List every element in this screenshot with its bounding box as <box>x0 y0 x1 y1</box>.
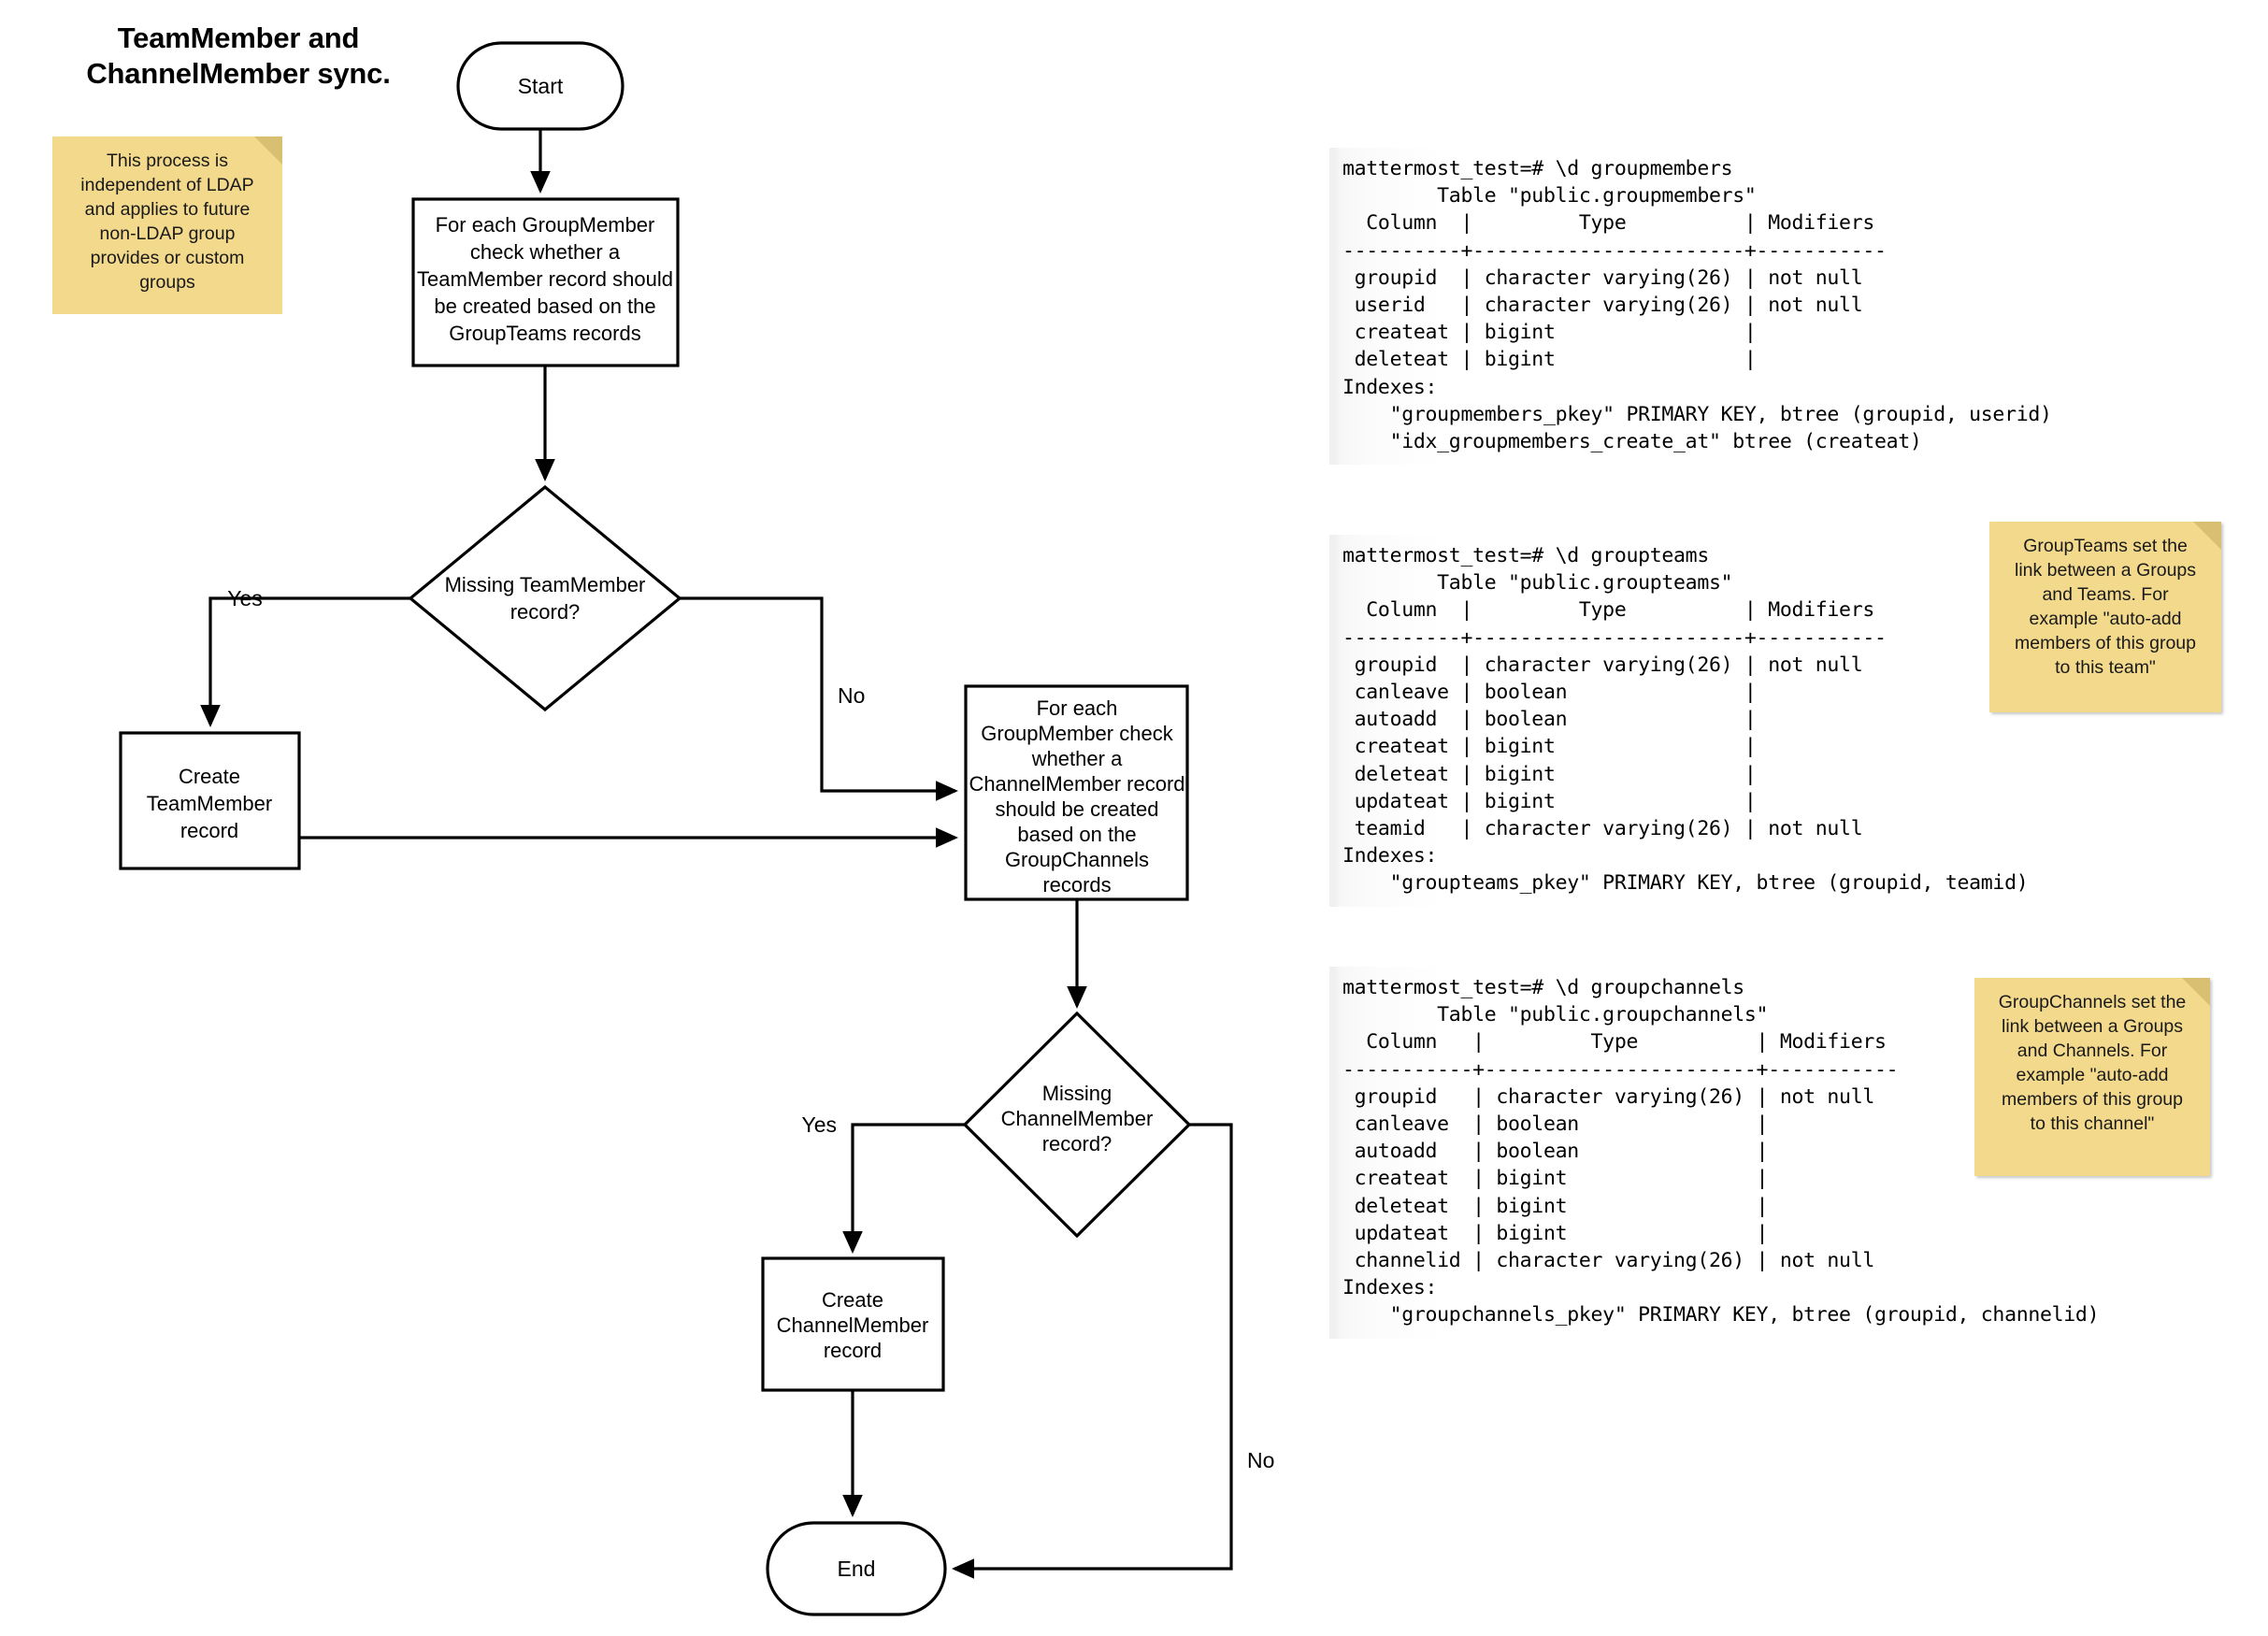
node-process-channel[interactable]: For each GroupMember check whether a Cha… <box>964 684 1189 901</box>
node-create-team-line: Create <box>179 765 240 788</box>
node-decision-channel-line: record? <box>1042 1132 1112 1155</box>
edge-decision-team-no <box>680 596 958 801</box>
sticky-note-groupteams: GroupTeams set the link between a Groups… <box>1989 522 2221 712</box>
sticky-note-groupchannels: GroupChannels set the link between a Gro… <box>1974 978 2210 1176</box>
node-create-channel-line: ChannelMember <box>777 1313 929 1337</box>
node-process-channel-line: should be created <box>996 797 1159 821</box>
node-decision-team-line: Missing TeamMember <box>445 573 646 596</box>
node-end-label: End <box>838 1557 876 1581</box>
edge-decision-channel-yes <box>842 1123 965 1254</box>
node-decision-team[interactable]: Missing TeamMember record? <box>408 484 682 712</box>
node-process-channel-line: GroupMember check <box>981 722 1173 745</box>
node-start-label: Start <box>518 74 564 98</box>
node-process-channel-line: GroupChannels <box>1005 848 1149 871</box>
edge-label-channel-no: No <box>1247 1448 1274 1472</box>
node-process-channel-line: For each <box>1037 696 1118 720</box>
terminal-output-groupmembers: mattermost_test=# \d groupmembers Table … <box>1329 148 2052 466</box>
edge-label-team-no: No <box>838 683 865 708</box>
node-process-team-line: TeamMember record should <box>417 267 673 291</box>
node-process-team[interactable]: For each GroupMember check whether a Tea… <box>411 197 680 367</box>
node-process-team-line: For each GroupMember <box>436 213 655 237</box>
node-create-channel-line: Create <box>822 1288 883 1312</box>
node-decision-channel-line: Missing <box>1042 1082 1112 1105</box>
node-create-channel-line: record <box>824 1339 882 1362</box>
node-process-team-line: GroupTeams records <box>449 322 640 345</box>
node-create-team[interactable]: Create TeamMember record <box>119 731 301 870</box>
terminal-output-groupchannels: mattermost_test=# \d groupchannels Table… <box>1329 967 2100 1339</box>
node-decision-channel[interactable]: Missing ChannelMember record? <box>962 1011 1192 1239</box>
sticky-note-ldap: This process is independent of LDAP and … <box>52 136 282 314</box>
sticky-note-groupteams-text: GroupTeams set the link between a Groups… <box>2014 536 2197 678</box>
edge-label-channel-yes: Yes <box>801 1112 837 1137</box>
node-decision-team-line: record? <box>510 600 581 624</box>
page-title-line: TeamMember and <box>117 22 360 54</box>
node-process-channel-line: based on the <box>1017 823 1136 846</box>
node-process-team-line: be created based on the <box>434 294 655 318</box>
node-end[interactable]: End <box>766 1521 947 1616</box>
terminal-output-groupteams: mattermost_test=# \d groupteams Table "p… <box>1329 535 2040 907</box>
page-title-line: ChannelMember sync. <box>86 56 391 90</box>
node-decision-channel-line: ChannelMember <box>1001 1107 1154 1130</box>
node-process-channel-line: records <box>1042 873 1111 897</box>
edge-decision-channel-no <box>952 1123 1233 1579</box>
node-process-team-line: check whether a <box>470 240 621 264</box>
node-start[interactable]: Start <box>456 41 624 131</box>
flowchart: Start For each GroupMember check whether… <box>119 41 1274 1616</box>
sticky-note-ldap-text: This process is independent of LDAP and … <box>80 151 254 293</box>
node-create-channel[interactable]: Create ChannelMember record <box>761 1256 945 1392</box>
sticky-note-groupchannels-text: GroupChannels set the link between a Gro… <box>1998 992 2187 1134</box>
node-create-team-line: TeamMember <box>147 792 272 815</box>
edge-label-team-yes: Yes <box>227 586 263 610</box>
node-create-team-line: record <box>180 819 238 842</box>
edge-decision-team-yes <box>200 596 410 727</box>
node-process-channel-line: ChannelMember record <box>969 772 1184 796</box>
node-process-channel-line: whether a <box>1031 747 1123 770</box>
